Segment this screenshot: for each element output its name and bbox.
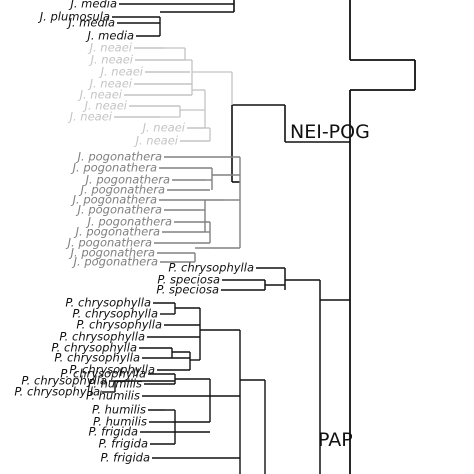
taxon-label: P. chrysophylla [168,261,254,275]
taxon-label: J. pogonathera [76,203,162,217]
taxon-label: J. media [66,16,115,30]
taxon-label: P. speciosa [156,283,219,297]
taxon-label: P. chrysophylla [59,330,145,344]
taxon-label: P. frigida [99,437,148,451]
taxon-label: P. chrysophylla [76,318,162,332]
taxon-label: J. pogonathera [86,215,172,229]
taxon-label: P. chrysophylla [54,351,140,365]
taxon-label: J. pogonathera [71,193,157,207]
taxon-label: P. humilis [88,377,142,391]
taxon-label: P. speciosa [157,273,220,287]
taxon-label: P. humilis [86,389,140,403]
taxon-label: J. neaei [99,65,144,79]
taxon-label: J. neaei [83,99,128,113]
taxon-label: J. pogonathera [72,255,158,269]
taxon-label: J. media [68,0,117,11]
taxon-label: P. chrysophylla [72,307,158,321]
taxon-label: P. humilis [92,403,146,417]
taxon-label: P. chrysophylla [60,367,146,381]
taxon-label: J. neaei [141,121,186,135]
taxon-label: P. humilis [93,415,147,429]
taxon-label: J. neaei [89,53,134,67]
taxon-label: J. neaei [88,41,133,55]
taxon-label: P. chrysophylla [69,363,155,377]
taxon-label: J. pogonathera [71,161,157,175]
taxon-label: P. frigida [101,451,150,465]
clade-label-pap: PAP [318,429,353,451]
taxon-label: J. media [85,29,134,43]
taxon-label: P. frigida [89,425,138,439]
taxon-label: J. pogonathera [76,150,162,164]
taxon-label: P. chrysophylla [51,341,137,355]
taxon-label: P. chrysophylla [14,385,100,399]
taxon-label: J. neaei [68,110,113,124]
taxon-label: J. pogonathera [69,246,155,260]
taxon-label: J. pogonathera [79,183,165,197]
taxon-label: J. plumosula [38,10,110,24]
taxon-label: P. chrysophylla [65,296,151,310]
taxon-label: J. pogonathera [74,225,160,239]
taxon-label: J. pogonathera [84,173,170,187]
taxon-label: J. neaei [88,77,133,91]
taxon-label: J. neaei [78,88,123,102]
tree-branches [102,0,416,474]
taxon-label: J. neaei [134,134,179,148]
clade-label-nei-pog: NEI-POG [290,121,370,143]
taxon-label: J. pogonathera [66,236,152,250]
taxon-label: P. chrysophylla [21,374,107,388]
